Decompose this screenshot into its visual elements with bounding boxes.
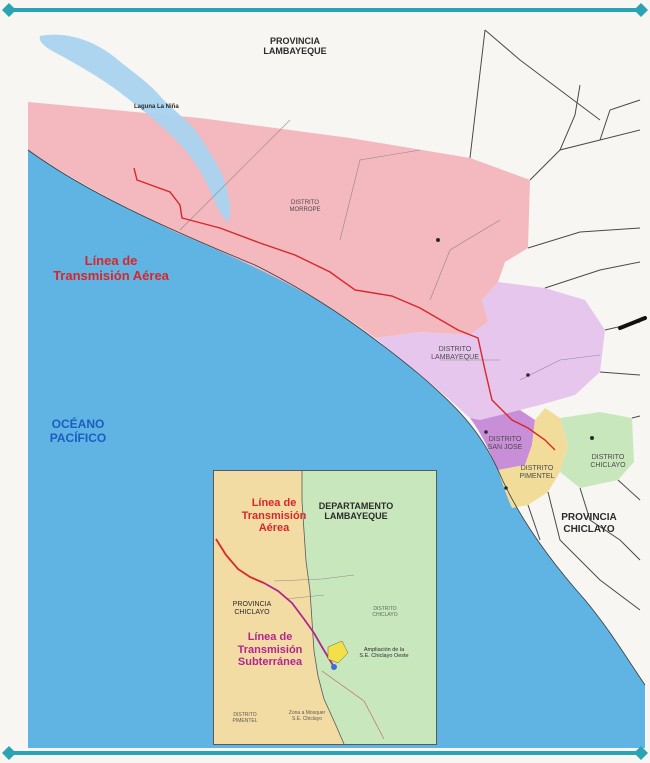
label-line: DISTRITO	[233, 712, 257, 718]
district-lambayeque-area	[375, 282, 605, 420]
label-line: Línea de	[251, 497, 297, 509]
town-marker-chiclayo	[590, 436, 594, 440]
inset-substation-marker	[331, 664, 337, 670]
label-line: S.E. Chiclayo	[291, 715, 322, 722]
label-line: Ampliación de la	[363, 647, 405, 653]
label-line: DISTRITO	[488, 436, 522, 443]
inset-map: Línea de Transmisión Aérea DEPARTAMENTO …	[213, 470, 437, 745]
inset-substation-area	[327, 640, 349, 664]
label-line: PIMENTEL	[519, 473, 555, 481]
label-distrito-lambayeque: DISTRITO LAMBAYEQUE	[420, 346, 490, 362]
inset-label-distrito-chiclayo: DISTRITO CHICLAYO	[362, 606, 408, 619]
label-provincia-chiclayo: PROVINCIA CHICLAYO	[544, 512, 634, 535]
label-provincia-lambayeque: PROVINCIA LAMBAYEQUE	[240, 36, 350, 57]
label-line: LAMBAYEQUE	[324, 511, 388, 522]
town-marker-morrope	[436, 238, 440, 242]
town-marker-pimentel	[504, 486, 508, 490]
inset-department-area	[302, 471, 436, 744]
frame-corner-ornament	[634, 746, 648, 760]
label-line: PROVINCIA	[269, 36, 320, 46]
label-laguna-la-nina: Laguna La Niña	[134, 104, 179, 110]
label-line: CHICLAYO	[590, 462, 626, 470]
inset-label-distrito-pimentel: DISTRITO PIMENTEL	[222, 712, 268, 725]
inset-underground-transmission-line	[263, 582, 335, 668]
frame-top-bar	[12, 8, 638, 12]
inset-road	[273, 574, 355, 582]
laguna-la-nina	[39, 34, 231, 223]
frame-corner-ornament	[634, 3, 648, 17]
label-line: DISTRITO	[520, 465, 554, 472]
label-line: MORROPE	[289, 206, 321, 213]
frame-corner-ornament	[2, 746, 16, 760]
label-line: LAMBAYEQUE	[431, 354, 479, 362]
inset-department-boundary	[301, 471, 345, 744]
town-marker-san-jose	[484, 430, 488, 434]
inset-label-ampliacion-subestacion: Ampliación de la S.E. Chiclayo Oeste	[344, 647, 424, 660]
label-line: PROVINCIA	[232, 601, 272, 608]
label-line: DISTRITO	[591, 454, 625, 461]
coastline	[27, 149, 646, 686]
district-morrope-area	[28, 102, 530, 338]
label-line: LAMBAYEQUE	[263, 46, 327, 57]
label-line: CHICLAYO	[372, 611, 398, 618]
label-line: PIMENTEL	[232, 717, 258, 724]
label-line: DISTRITO	[438, 346, 472, 353]
label-line: Subterránea	[237, 656, 303, 669]
inset-label-linea-aerea: Línea de Transmisión Aérea	[228, 497, 320, 535]
label-line: DISTRITO	[291, 200, 319, 206]
label-line: Zona a Mosquer	[288, 710, 326, 716]
inset-map-graphic	[214, 471, 436, 744]
inset-road	[285, 594, 325, 600]
label-line: Transmisión Aérea	[53, 267, 169, 283]
label-line: DISTRITO	[373, 606, 397, 612]
label-distrito-pimentel: DISTRITO PIMENTEL	[512, 465, 562, 481]
label-linea-transmision-aerea: Línea de Transmisión Aérea	[36, 253, 186, 284]
label-line: PACÍFICO	[49, 430, 107, 445]
label-line: CHICLAYO	[563, 523, 615, 535]
label-oceano-pacifico: OCÉANO PACÍFICO	[30, 417, 126, 446]
inset-label-departamento: DEPARTAMENTO LAMBAYEQUE	[306, 501, 406, 522]
label-line: Transmisión	[237, 643, 303, 656]
label-line: OCÉANO	[51, 417, 105, 431]
district-san-jose-area	[470, 410, 535, 470]
town-marker-lambayeque	[526, 373, 530, 377]
district-chiclayo-area	[560, 412, 634, 488]
label-line: SAN JOSE	[487, 444, 523, 452]
label-distrito-san-jose: DISTRITO SAN JOSE	[476, 436, 534, 452]
label-distrito-chiclayo: DISTRITO CHICLAYO	[580, 454, 636, 470]
minor-roads	[179, 119, 601, 381]
inset-aerial-transmission-line	[215, 538, 265, 584]
label-line: Transmisión	[241, 509, 307, 522]
right-edge-mark	[618, 316, 647, 330]
inset-label-provincia-chiclayo: PROVINCIA CHICLAYO	[222, 601, 282, 617]
label-line: PROVINCIA	[561, 512, 617, 523]
frame-corner-ornament	[2, 3, 16, 17]
label-line: DEPARTAMENTO	[318, 501, 394, 511]
pacific-ocean-area	[28, 150, 645, 748]
label-distrito-morrope: DISTRITO MORROPE	[265, 200, 345, 214]
label-line: Línea de	[247, 631, 293, 643]
label-line: S.E. Chiclayo Oeste	[359, 653, 409, 660]
district-boundaries	[469, 29, 641, 611]
inset-label-linea-subterranea: Línea de Transmisión Subterránea	[224, 631, 316, 669]
inset-label-zona: Zona a Mosquer S.E. Chiclayo	[282, 710, 332, 723]
aerial-transmission-line	[133, 167, 556, 451]
label-line: Aérea	[258, 522, 290, 535]
label-line: Línea de	[84, 253, 138, 268]
inset-road	[321, 670, 385, 740]
label-line: CHICLAYO	[234, 609, 270, 617]
district-pimentel-area	[498, 408, 568, 508]
frame-bottom-bar	[12, 751, 638, 755]
